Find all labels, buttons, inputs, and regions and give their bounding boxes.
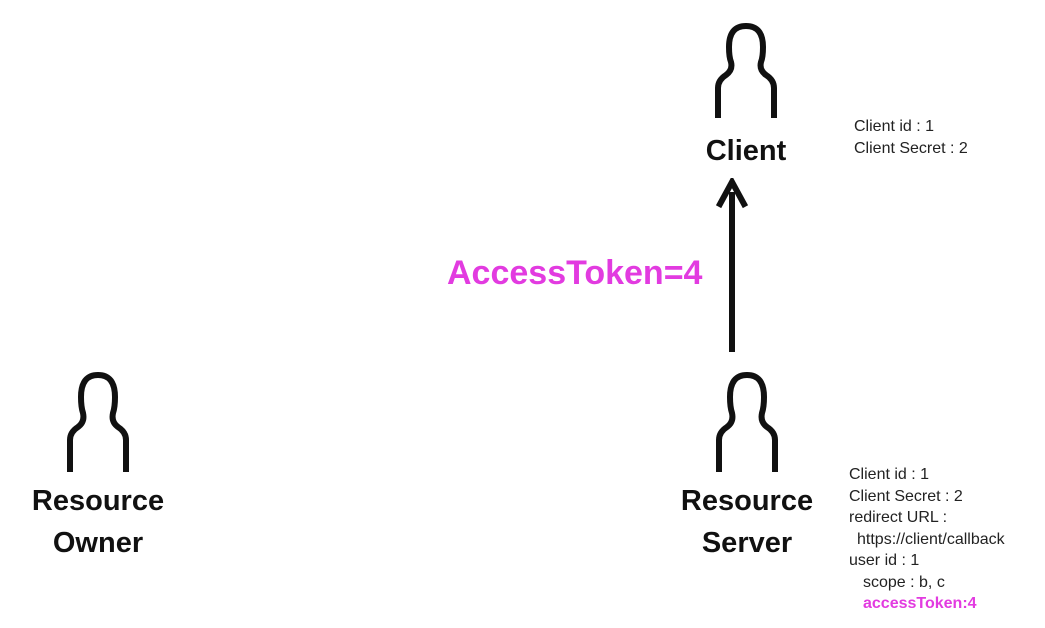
resource-server-person-icon (716, 372, 778, 472)
server-info-client-secret: Client Secret : 2 (849, 487, 963, 505)
client-info-secret: Client Secret : 2 (854, 139, 968, 157)
client-person-icon (715, 23, 777, 118)
resource-owner-person-icon (67, 372, 129, 472)
server-info-redirect-label: redirect URL : (849, 509, 948, 526)
server-info-client-id: Client id : 1 (849, 466, 930, 483)
resource-owner-actor: Resource Owner (18, 370, 178, 564)
client-label: Client (705, 135, 787, 167)
client-actor: Client (676, 22, 816, 172)
resource-owner-label: Resource Owner (31, 485, 165, 559)
client-info: Client id : 1 Client Secret : 2 (854, 116, 968, 159)
resource-server-actor: Resource Server (662, 370, 832, 564)
server-info-redirect-url: https://client/callback (857, 530, 1005, 548)
resource-server-label: Resource Server (680, 485, 814, 559)
server-info-access-token: accessToken:4 (863, 595, 977, 612)
resource-server-info: Client id : 1 Client Secret : 2 redirect… (849, 464, 1005, 615)
access-token-arrow (715, 178, 749, 352)
client-info-id: Client id : 1 (854, 118, 935, 135)
server-info-scope: scope : b, c (863, 573, 945, 591)
access-token-label: AccessToken=4 (447, 254, 703, 292)
server-info-user-id: user id : 1 (849, 552, 920, 569)
arrow-head-icon (715, 178, 749, 209)
